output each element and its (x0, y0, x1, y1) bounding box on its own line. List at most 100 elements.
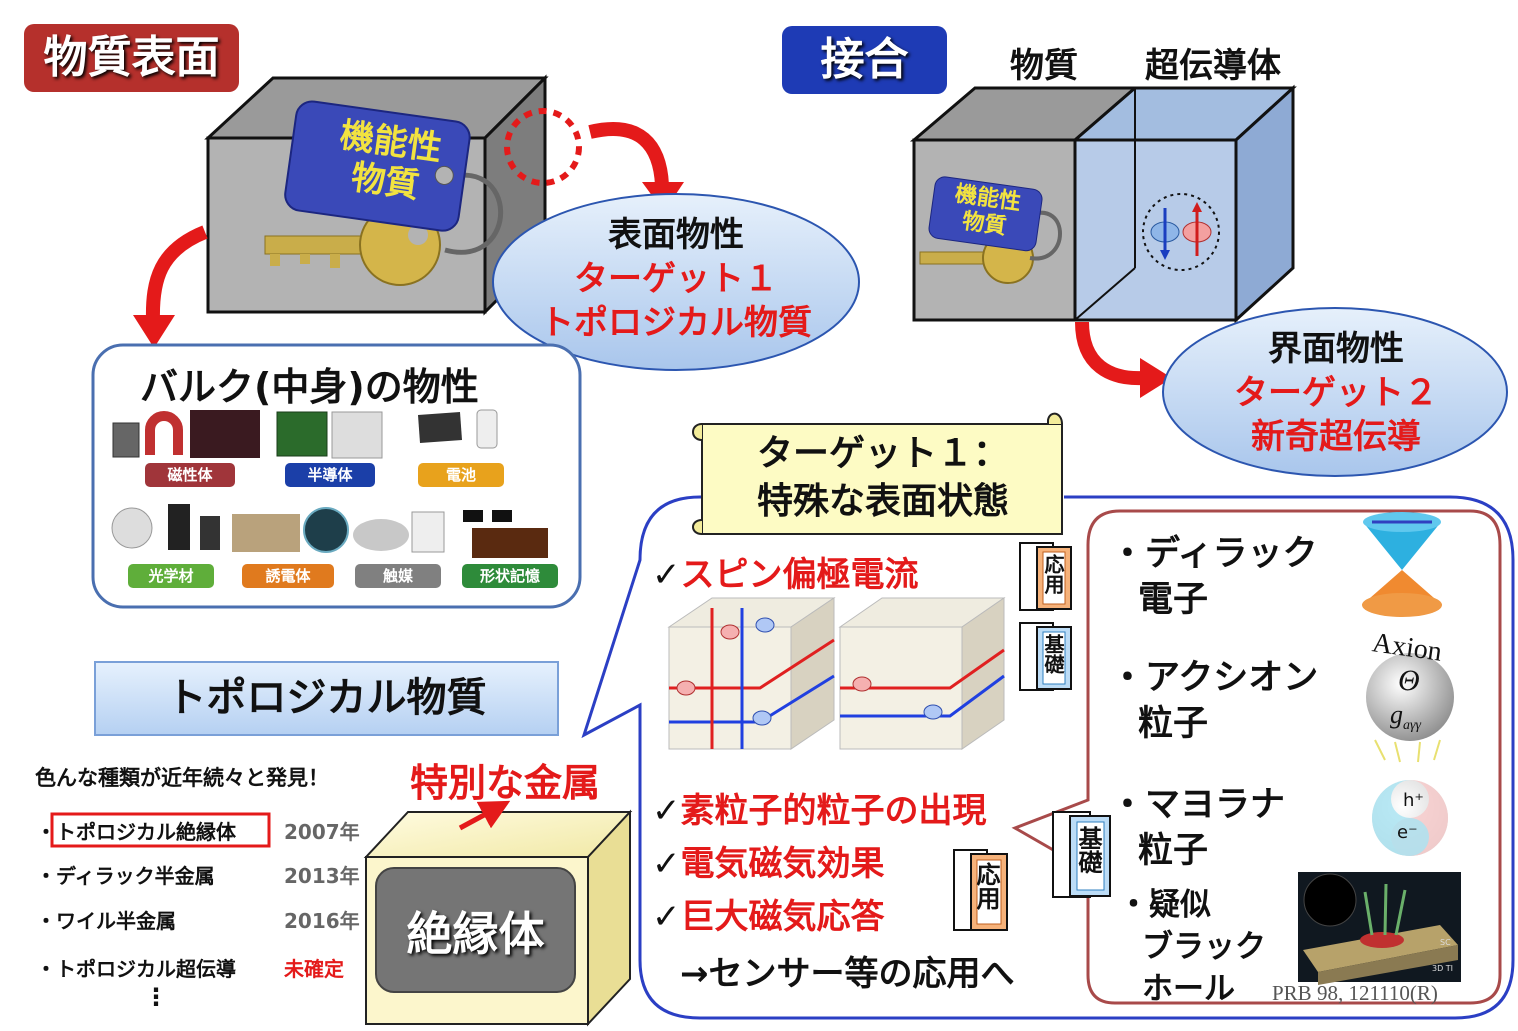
dirac-line1: ・ディラック (1110, 534, 1318, 574)
axion-item: ・アクシオン 粒子 (1110, 655, 1318, 747)
lens-icon (111, 504, 220, 550)
label-optical: 光学材 (128, 564, 214, 588)
axion-line2: 粒子 (1138, 704, 1209, 744)
basic-tag-particles-label: 基礎 (1074, 826, 1102, 874)
topo-year-insulator: 2007年 (284, 820, 360, 844)
check-mark: ✓ (652, 844, 681, 884)
label-shape-memory: 形状記憶 (462, 564, 558, 588)
magnetic-response-item: ✓巨大磁気応答 (652, 889, 885, 938)
interface-arrow (1075, 321, 1146, 386)
majorana-line2: 粒子 (1138, 831, 1209, 871)
label-catalyst: 触媒 (355, 564, 441, 588)
bulk-arrow (145, 225, 208, 321)
black-hole-image (1298, 872, 1461, 985)
surface-badge: 物質表面 (24, 24, 239, 92)
black-hole-line1: ・疑似 (1118, 887, 1211, 923)
topo-item-dirac: ・ディラック半金属 (36, 864, 215, 888)
insulator-label: 絶縁体 (406, 907, 545, 961)
surface-property-label: 表面物性 (608, 215, 744, 255)
topo-ellipsis: ⋮ (144, 983, 168, 1011)
topo-insulator-highlight (50, 812, 271, 848)
label-battery: 電池 (418, 463, 504, 487)
interface-ellipse (1162, 307, 1508, 477)
axion-line1: ・アクシオン (1110, 658, 1319, 698)
axion-theta: Θ (1398, 664, 1420, 697)
topo-item-insulator: ・トポロジカル絶縁体 (36, 820, 236, 844)
junction-label-material: 物質 (1010, 46, 1078, 86)
junction-label-superconductor: 超伝導体 (1145, 46, 1281, 86)
topo-item-weyl: ・ワイル半金属 (36, 909, 176, 933)
topo-year-dirac: 2013年 (284, 864, 360, 888)
particle-item: ✓素粒子的粒子の出現 (652, 783, 987, 832)
particle-label: 素粒子的粒子の出現 (680, 791, 987, 831)
target1-scroll-text: ターゲット１： 特殊な表面状態 (708, 430, 1058, 526)
surface-arrow (588, 121, 669, 186)
spin-block-right (838, 597, 1006, 750)
bh-ti-label: 3D TI (1432, 964, 1454, 973)
axion-sphere-icon (1366, 653, 1454, 763)
target1-scroll-line1: ターゲット１： (756, 433, 1009, 474)
majorana-item: ・マヨラナ 粒子 (1110, 782, 1285, 874)
majorana-icon (1372, 780, 1448, 856)
apply-tag-spin-label: 応用 (1041, 554, 1065, 594)
junction-cube (909, 84, 1297, 324)
label-magnet: 磁性体 (145, 463, 235, 487)
check-mark: ✓ (652, 791, 681, 831)
axion-g: g (1390, 700, 1403, 729)
check-mark: ✓ (652, 555, 681, 595)
bh-sc-label: SC (1440, 938, 1451, 947)
functional-tag (284, 100, 471, 232)
topo-title-box (94, 661, 559, 736)
functional-tag-small (928, 176, 1043, 252)
cooper-pair-icon (1142, 193, 1220, 271)
spin-block-left (667, 597, 836, 750)
apply-tag-response (953, 849, 1008, 931)
topo-year-weyl: 2016年 (284, 909, 360, 933)
topo-year-superconductor: 未確定 (284, 957, 344, 981)
target1-scroll (692, 412, 1063, 535)
dirac-line2: 電子 (1138, 580, 1209, 620)
spin-current-item: ✓スピン偏極電流 (652, 547, 919, 596)
basic-tag-particles (1052, 811, 1111, 898)
magnetoelectric-item: ✓電気磁気効果 (652, 836, 885, 885)
apply-tag-spin (1019, 542, 1072, 611)
sensor-application: →センサー等の応用へ (680, 954, 1015, 994)
junction-badge: 接合 (782, 26, 947, 94)
axion-coupling: gaγγ (1390, 700, 1421, 734)
special-metal-label: 特別な金属 (410, 761, 601, 805)
surface-focus-circle (504, 108, 582, 186)
surface-topo-label: トポロジカル物質 (540, 303, 812, 343)
label-dielectric: 誘電体 (242, 564, 334, 588)
topo-intro: 色んな種類が近年続々と発見！ (35, 766, 329, 790)
capacitor-icon (232, 507, 349, 553)
black-hole-line2: ブラック (1142, 929, 1266, 965)
magnetoelectric-label: 電気磁気効果 (680, 844, 885, 884)
magnetic-response-label: 巨大磁気応答 (680, 897, 885, 937)
topo-title: トポロジカル物質 (166, 675, 487, 721)
majorana-line1: ・マヨラナ (1110, 785, 1286, 825)
dirac-cone-icon (1362, 512, 1442, 617)
basic-tag-spin-label: 基礎 (1041, 634, 1065, 674)
catalyst-icon (353, 511, 445, 553)
interface-novel-label: 新奇超伝導 (1251, 417, 1421, 457)
metal-cube (363, 809, 633, 1027)
glasses-icon (463, 510, 548, 558)
apply-tag-response-label: 応用 (972, 862, 1000, 910)
interface-property-label: 界面物性 (1268, 329, 1404, 369)
special-metal-arrow (458, 800, 511, 831)
surface-target-label: ターゲット１ (574, 259, 778, 299)
topo-item-superconductor: ・トポロジカル超伝導 (36, 957, 236, 981)
dirac-electron-item: ・ディラック 電子 (1110, 531, 1318, 623)
surface-ellipse (492, 193, 860, 371)
majorana-electron: e⁻ (1397, 822, 1418, 843)
surface-ellipse-text: 表面物性 ターゲット１ トポロジカル物質 (500, 213, 852, 345)
spin-current-label: スピン偏極電流 (680, 555, 919, 595)
check-mark: ✓ (652, 897, 681, 937)
black-hole-line3: ホール (1142, 971, 1235, 1007)
axion-sub: aγγ (1403, 718, 1422, 734)
citation: PRB 98, 121110(R) (1272, 981, 1438, 1005)
interface-ellipse-text: 界面物性 ターゲット２ 新奇超伝導 (1170, 327, 1502, 459)
magnet-icon (112, 410, 260, 458)
